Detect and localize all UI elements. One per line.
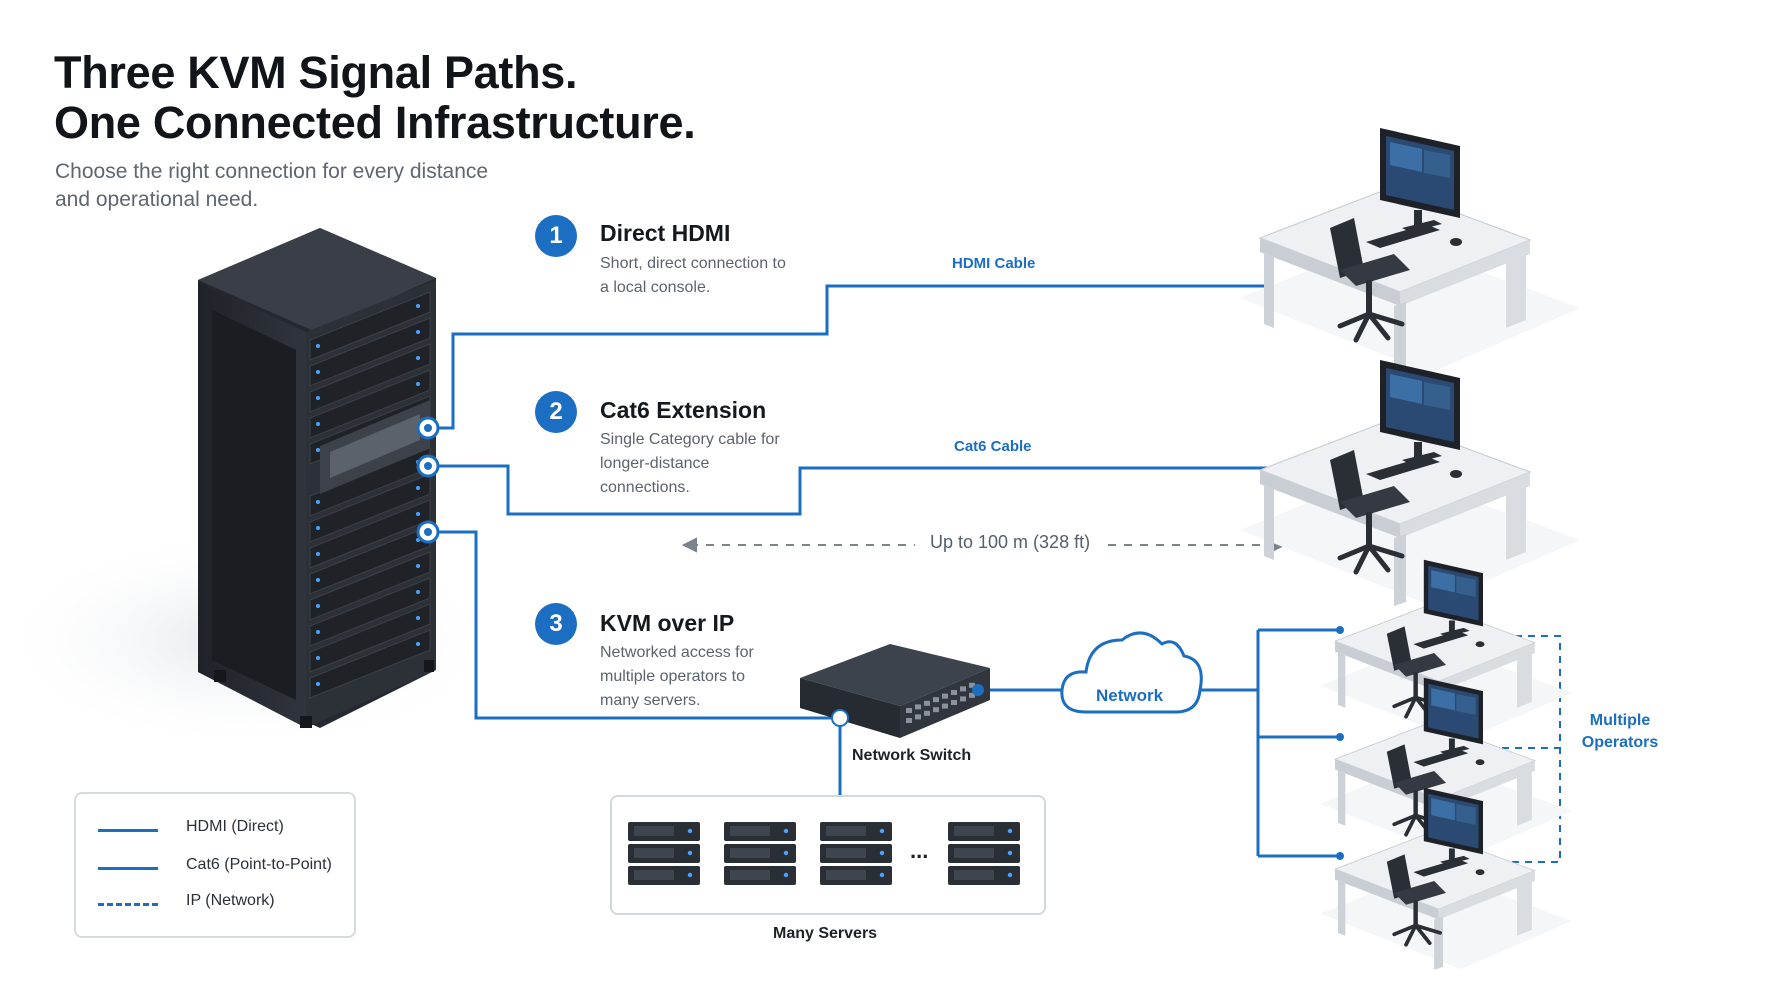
- legend-label: HDMI (Direct): [186, 818, 284, 835]
- legend: HDMI (Direct) Cat6 (Point-to-Point) IP (…: [74, 792, 356, 938]
- many-servers-label: Many Servers: [773, 925, 878, 942]
- connection-lines: [428, 284, 1340, 858]
- network-cloud-icon: [1060, 631, 1203, 714]
- server-icon: [948, 822, 1020, 885]
- step-3-badge: 3: [535, 603, 577, 645]
- operator-workstation: [1240, 128, 1580, 374]
- network-switch: [800, 644, 990, 738]
- network-label: Network: [1096, 686, 1164, 705]
- rack-unit: [309, 317, 431, 387]
- title-line-2: One Connected Infrastructure.: [54, 97, 696, 148]
- rack-unit: [309, 369, 431, 439]
- legend-label: Cat6 (Point-to-Point): [186, 856, 332, 873]
- rack-unit: [309, 551, 431, 621]
- rack-unit: [309, 629, 431, 699]
- step-1-title: Direct HDMI: [600, 220, 731, 246]
- rack-unit: [309, 343, 431, 413]
- rack-port-dots: [416, 416, 440, 544]
- cat6-cable-label: Cat6 Cable: [954, 438, 1032, 455]
- step-1-badge: 1: [535, 215, 577, 257]
- rack-unit: [309, 499, 431, 569]
- legend-solid-line: [98, 829, 158, 832]
- hdmi-cable-line: [428, 284, 1305, 430]
- operator-workstation: [1240, 360, 1580, 606]
- server-icon: [724, 822, 796, 885]
- step-2-description: Single Category cable for longer-distanc…: [600, 431, 780, 496]
- server-rack: [198, 228, 436, 728]
- legend-label: IP (Network): [186, 892, 275, 909]
- operators-bracket: [1502, 635, 1561, 863]
- title-line-1: Three KVM Signal Paths.: [54, 47, 578, 98]
- step-3-title: KVM over IP: [600, 610, 735, 636]
- step-3-description: Networked access for multiple operators …: [600, 644, 754, 709]
- page-subtitle: Choose the right connection for every di…: [55, 160, 489, 211]
- legend-solid-line: [98, 867, 158, 870]
- endpoint-dots: [1298, 279, 1344, 860]
- rack-unit: [309, 473, 431, 543]
- cat6-cable-line: [428, 464, 1305, 516]
- servers-ellipsis: ...: [910, 838, 929, 863]
- server-icon: [628, 822, 700, 885]
- ip-cable-line: [428, 530, 840, 720]
- network-switch-label: Network Switch: [852, 747, 972, 764]
- legend-dashed-line: [98, 903, 158, 906]
- operators-line-1: Multiple: [1589, 712, 1651, 729]
- multiple-operators-label: Multiple Operators: [1580, 710, 1660, 754]
- operator-branch-lines: [1256, 628, 1340, 858]
- rack-unit: [309, 603, 431, 673]
- rack-unit: [309, 291, 431, 361]
- step-2-title: Cat6 Extension: [600, 397, 767, 423]
- step-1-description: Short, direct connection to a local cons…: [600, 255, 786, 296]
- distance-label: Up to 100 m (328 ft): [930, 532, 1091, 552]
- hdmi-cable-label: HDMI Cable: [952, 255, 1036, 272]
- step-2-badge: 2: [535, 391, 577, 433]
- server-icon: [820, 822, 892, 885]
- operators-line-2: Operators: [1581, 734, 1659, 751]
- operator-workstation: [1320, 787, 1572, 970]
- page-title: Three KVM Signal Paths. One Connected In…: [54, 47, 696, 148]
- rack-unit: [309, 577, 431, 647]
